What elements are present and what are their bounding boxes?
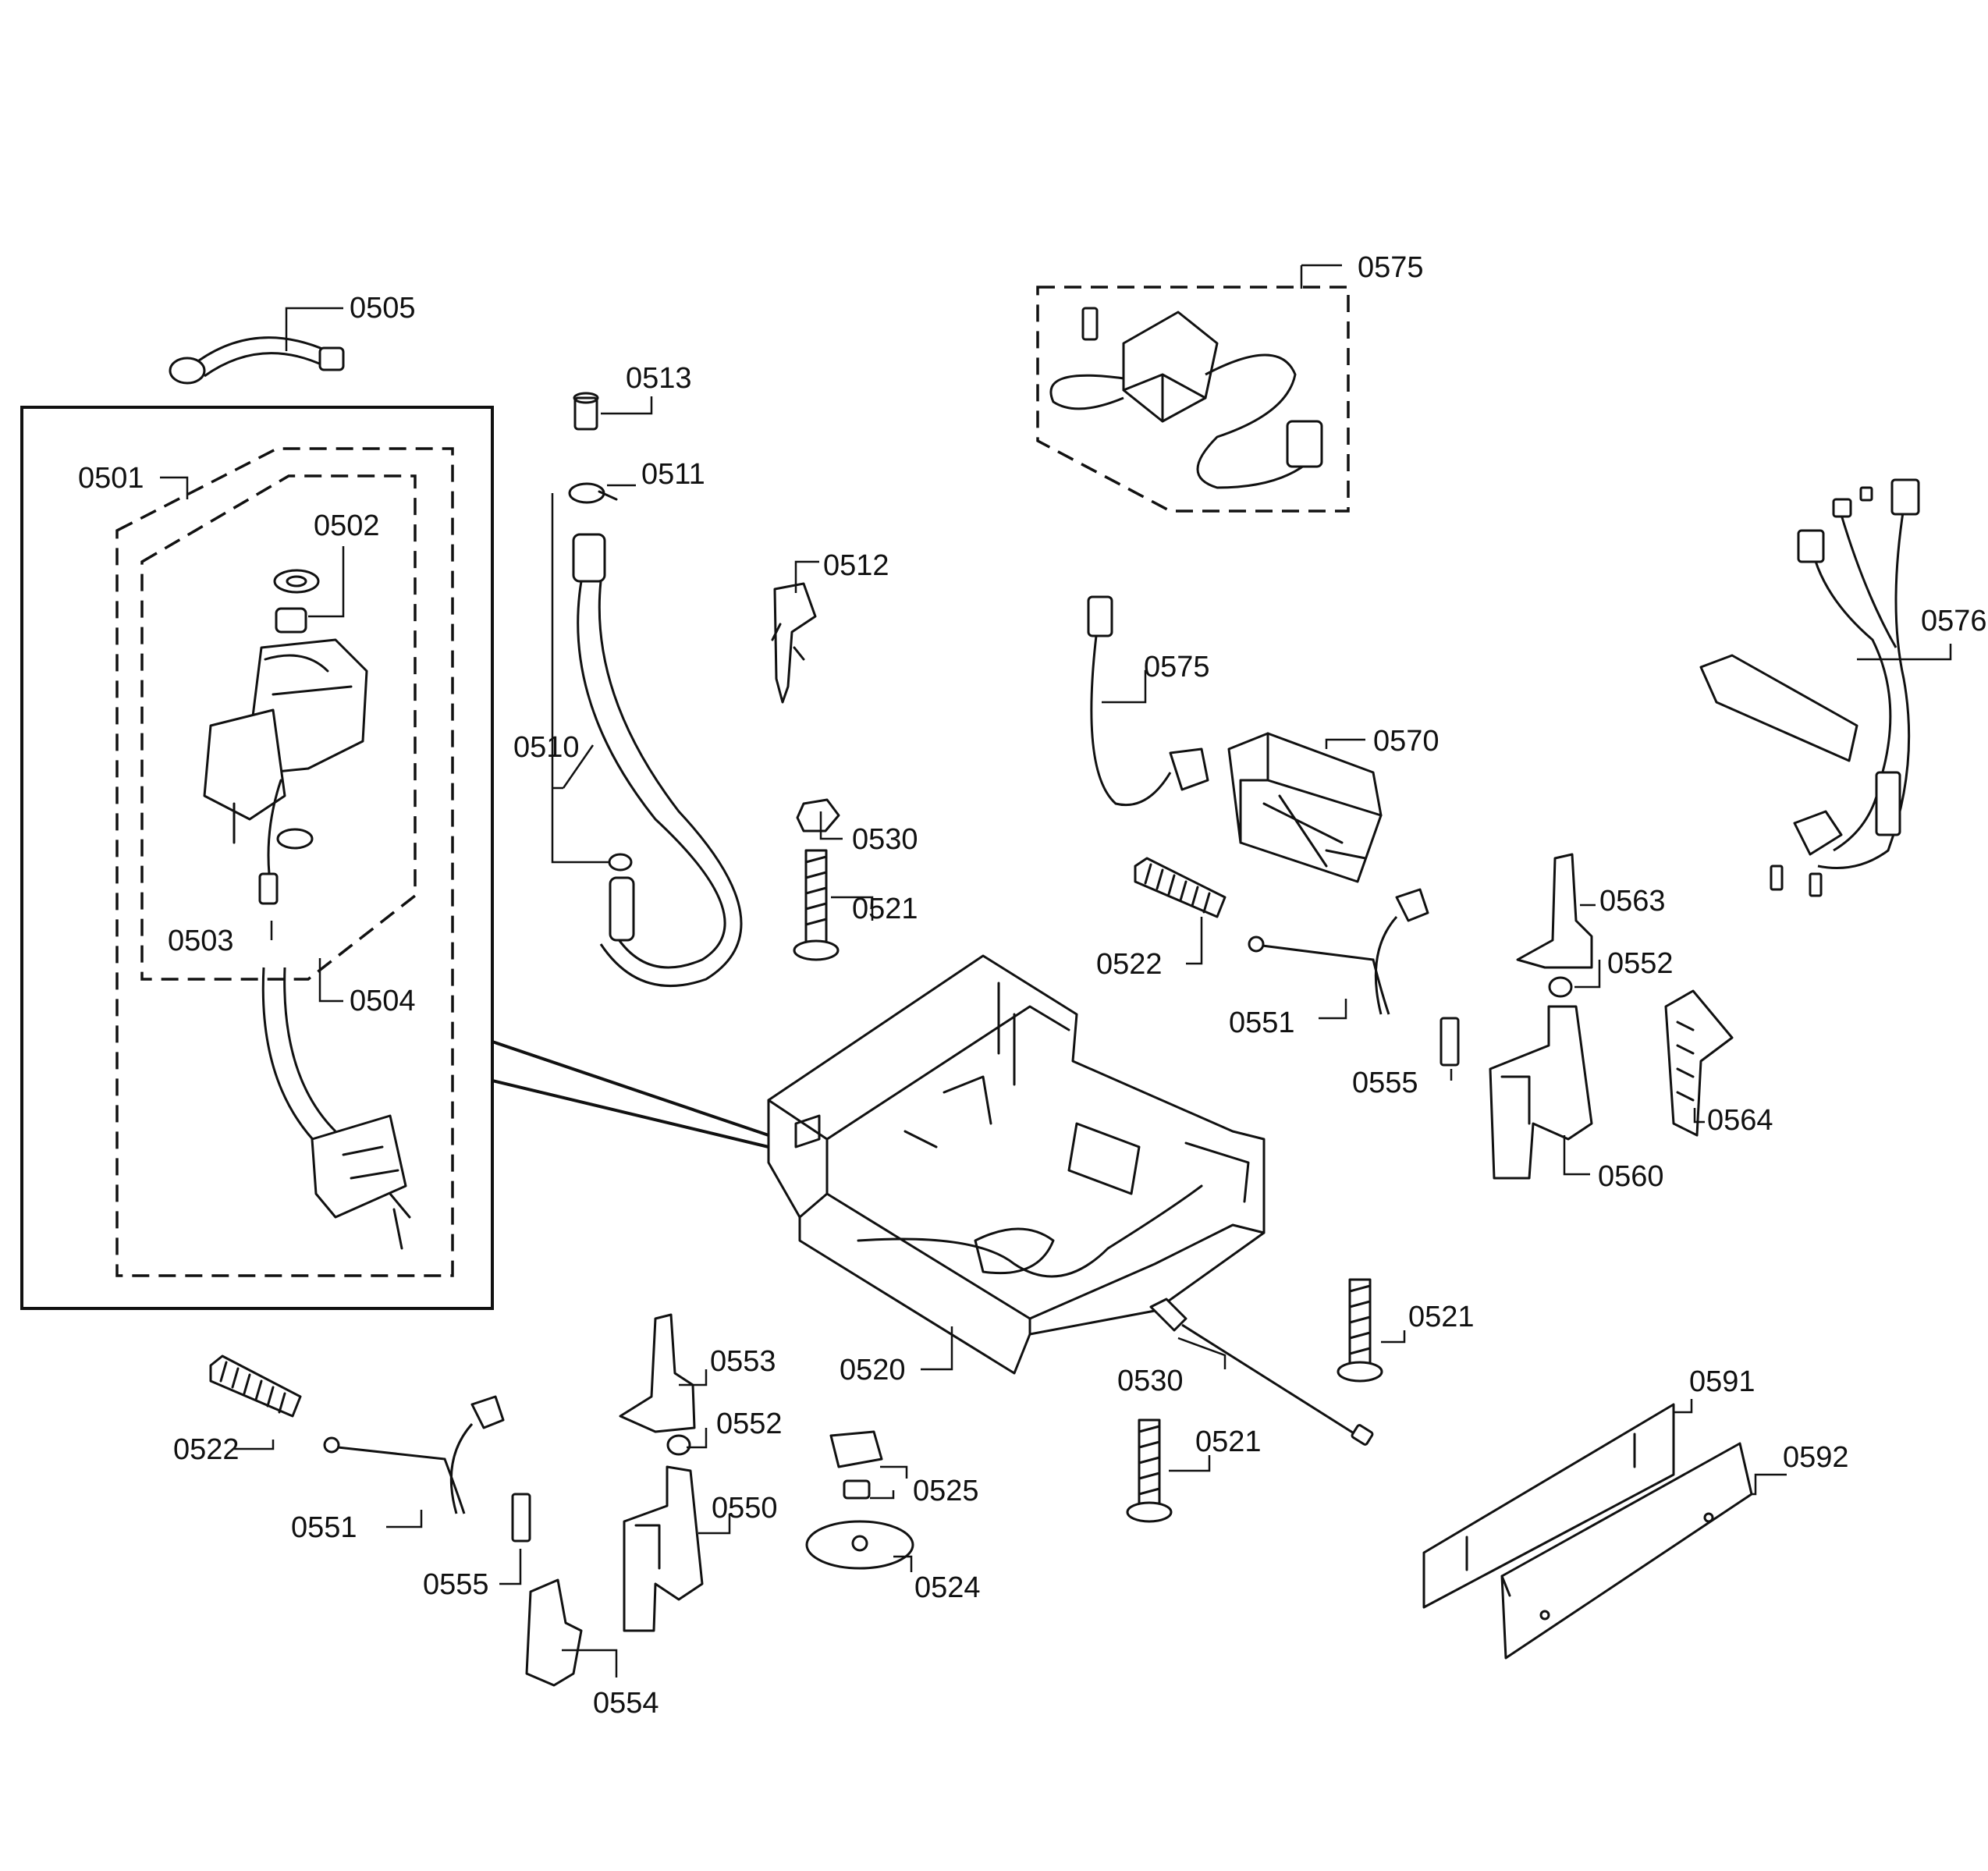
part-0521-screw-bottom xyxy=(1126,1418,1173,1523)
dashed-boundary-0575 xyxy=(1036,286,1350,513)
part-0513-sleeve xyxy=(573,392,599,431)
callout-0525: 0525 xyxy=(913,1475,979,1507)
part-0555-clip-right xyxy=(1440,1017,1460,1067)
part-0511-clamp xyxy=(568,482,618,504)
part-0521-screw-right xyxy=(1337,1278,1383,1383)
detail-inset-frame xyxy=(20,406,769,1310)
callout-0570: 0570 xyxy=(1373,725,1440,758)
callout-0522-right: 0522 xyxy=(1096,948,1163,981)
part-0520-base-pan xyxy=(767,954,1266,1375)
part-0530-cable-bottom xyxy=(1149,1298,1374,1446)
dashed-boundary-0504 xyxy=(140,474,417,981)
part-0504-hose-assembly xyxy=(261,967,411,1250)
part-0563-hinge-right xyxy=(1516,853,1593,969)
callout-0521-bottom: 0521 xyxy=(1195,1425,1262,1458)
part-0501-inlet-valve xyxy=(203,638,368,850)
callout-0510: 0510 xyxy=(513,731,580,764)
callout-0513: 0513 xyxy=(626,362,692,395)
part-0522-spring-right xyxy=(1134,857,1227,918)
callout-0591: 0591 xyxy=(1689,1365,1755,1398)
part-0560-bracket-right xyxy=(1489,1005,1593,1180)
callout-0530-top: 0530 xyxy=(852,823,918,856)
part-0550-bracket-left xyxy=(623,1465,704,1632)
callout-0512: 0512 xyxy=(823,549,889,582)
callout-0575-box: 0575 xyxy=(1358,251,1424,284)
part-0512-clip xyxy=(771,582,817,704)
callout-0521-top: 0521 xyxy=(852,893,918,925)
part-0524-disc xyxy=(805,1520,914,1570)
dashed-boundary-0501 xyxy=(115,447,454,1277)
callout-0551-left: 0551 xyxy=(291,1511,357,1544)
callout-0550: 0550 xyxy=(712,1492,778,1525)
part-0554-clip-bracket xyxy=(525,1578,583,1687)
part-0570-control-module xyxy=(1227,732,1383,883)
callout-0564: 0564 xyxy=(1707,1104,1773,1137)
part-0553-hinge-left xyxy=(619,1313,696,1433)
part-0576-wire-harness xyxy=(1699,478,1920,897)
callout-0560: 0560 xyxy=(1598,1160,1664,1193)
part-0530-nut-top xyxy=(796,798,840,833)
callout-0503: 0503 xyxy=(168,925,234,957)
callout-0555-left: 0555 xyxy=(423,1568,489,1601)
callout-0576: 0576 xyxy=(1921,605,1987,637)
part-0505-hose xyxy=(169,336,345,385)
callout-0520: 0520 xyxy=(840,1354,906,1386)
callout-0554: 0554 xyxy=(593,1687,659,1720)
callout-0522-left: 0522 xyxy=(173,1433,240,1466)
part-0502-washer xyxy=(273,569,320,634)
part-0564-cover xyxy=(1664,989,1734,1137)
callout-0530-bottom: 0530 xyxy=(1117,1365,1184,1397)
callout-0555-right: 0555 xyxy=(1352,1067,1418,1099)
callout-0592: 0592 xyxy=(1783,1441,1849,1474)
part-0552-washer-left xyxy=(666,1434,691,1456)
callout-0521-right: 0521 xyxy=(1408,1301,1475,1333)
part-0522-spring-left xyxy=(209,1354,302,1418)
part-0521-screw-top xyxy=(793,849,840,961)
part-0575-junction-box xyxy=(1049,307,1323,489)
callout-0502: 0502 xyxy=(314,509,380,542)
callout-0501: 0501 xyxy=(78,462,144,495)
part-0510-drain-hose xyxy=(572,533,743,988)
part-0555-clip-left xyxy=(511,1493,531,1543)
part-0551-cable-left xyxy=(323,1395,505,1514)
callout-0552-left: 0552 xyxy=(716,1408,783,1440)
part-0525-connector xyxy=(829,1430,883,1500)
callout-0551-right: 0551 xyxy=(1229,1007,1295,1039)
callout-0504: 0504 xyxy=(350,985,416,1017)
callout-0575-cord: 0575 xyxy=(1144,651,1210,683)
part-0551-cable-right xyxy=(1248,888,1429,1015)
callout-0505: 0505 xyxy=(350,292,416,325)
part-0591-toe-panel xyxy=(1422,1403,1675,1609)
callout-0563: 0563 xyxy=(1599,885,1666,918)
callout-0524: 0524 xyxy=(914,1571,981,1604)
callout-labels: 0505 0513 0511 0501 0502 0512 0510 0503 … xyxy=(78,251,1987,1720)
part-0552-washer-right xyxy=(1548,976,1573,998)
part-0575-power-cord xyxy=(1087,595,1209,807)
callout-0552-right: 0552 xyxy=(1607,947,1674,980)
callout-0553: 0553 xyxy=(710,1345,776,1378)
part-0503-sensor xyxy=(258,779,282,905)
leader-lines xyxy=(160,264,1952,1678)
callout-0511: 0511 xyxy=(641,458,705,491)
